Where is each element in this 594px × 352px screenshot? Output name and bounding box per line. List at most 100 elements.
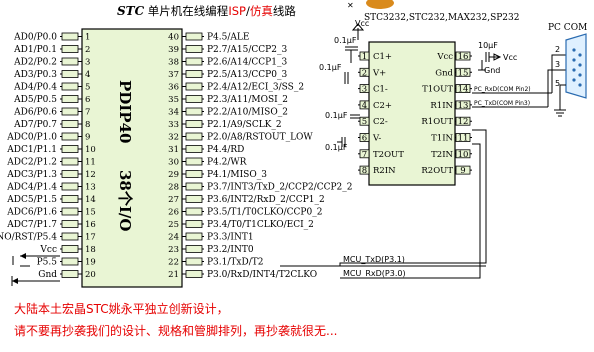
rs232-pin-label: C2- — [373, 117, 388, 127]
capacitor-c4: 0.1μF — [325, 137, 348, 152]
mcu-pin-pad — [185, 207, 203, 216]
rs232-pin-label: R2IN — [373, 166, 396, 176]
rs232-pin-number: 10 — [458, 150, 469, 160]
mcu-pin-label: ADC0/P1.0 — [6, 133, 57, 143]
mcu-pin-pad — [61, 107, 79, 116]
com-pin-5: 5 — [555, 79, 560, 88]
mcu-pin-number: 10 — [85, 145, 96, 155]
mcu-pin-pad — [61, 120, 79, 128]
rs232-pin-label: Vcc — [436, 52, 453, 62]
mcu-pin-label: P2.7/A15/CCP2_3 — [207, 45, 287, 55]
mcu-pin-label: P5.5 — [37, 258, 58, 268]
rs232-pin-label: C1- — [373, 85, 388, 95]
mcu-pin-label: P4.1/MISO_3 — [207, 170, 267, 180]
mcu-pin-pad — [185, 257, 203, 266]
rs232-vcc-label: Vcc — [355, 19, 369, 28]
rs232-pin-label: R2OUT — [421, 166, 453, 176]
mcu-pin-label: Gnd — [38, 270, 57, 280]
mcu-pin-pad — [185, 107, 203, 116]
diagram-title: STC 单片机在线编程ISP/仿真线路 — [117, 4, 296, 18]
mcu-pin-pad — [61, 245, 79, 253]
mcu-pin-number: 20 — [85, 270, 96, 280]
mascot-icon: ✕ — [347, 0, 394, 10]
mcu-pin-number: 16 — [85, 220, 96, 230]
svg-text:Gnd: Gnd — [484, 66, 500, 75]
rs232-pin-pad — [359, 67, 370, 77]
mcu-pin-pad — [185, 170, 203, 178]
mcu-pin-label: P2.0/A8/RSTOUT_LOW — [207, 133, 313, 143]
mcu-pin-label: NO/RST/P5.4 — [0, 233, 57, 243]
mcu-pin-label: P3.4/T0/T1CLKO/ECI_2 — [207, 220, 314, 230]
mcu-pin-pad — [61, 195, 79, 203]
mcu-pin-number: 39 — [168, 45, 179, 55]
mcu-pin-label: P3.2/INT0 — [207, 245, 254, 255]
svg-text:10μF: 10μF — [478, 41, 498, 50]
rs232-pin-label: T2IN — [431, 150, 453, 160]
mcu-pin-number: 40 — [168, 33, 179, 43]
mcu-pin-label: AD7/P0.7 — [13, 120, 57, 130]
mcu-pin-number: 21 — [168, 270, 179, 280]
mcu-pin-pad — [61, 82, 79, 91]
mcu-pin-label: ADC2/P1.2 — [6, 158, 57, 168]
rs232-pin-number: 2 — [362, 68, 367, 78]
mcu-pin-pad — [185, 195, 203, 203]
mcu-pin-number: 23 — [168, 245, 179, 255]
mcu-pin-label: P3.6/INT2/RxD_2/CCP1_2 — [207, 195, 325, 205]
rs232-pin-label: T2OUT — [373, 150, 404, 160]
rs232-pin-number: 15 — [458, 68, 469, 78]
mcu-pin-pad — [61, 70, 79, 78]
com-pin-2: 2 — [555, 45, 560, 54]
mcu-pin-pad — [61, 232, 79, 241]
mcu-pin-label: ADC5/P1.5 — [6, 195, 57, 205]
mcu-pin-number: 28 — [168, 183, 179, 193]
mcu-pin-label: P4.5/ALE — [207, 33, 249, 43]
mcu-pin-number: 38 — [168, 58, 179, 68]
mcu-pin-label: ADC3/P1.3 — [6, 170, 57, 180]
mcu-pin-pad — [61, 32, 79, 41]
mcu-pin-pad — [185, 32, 203, 41]
mcu-pin-number: 25 — [168, 220, 179, 230]
rs232-pin-number: 12 — [458, 117, 469, 127]
mcu-pin-number: 11 — [85, 158, 96, 168]
rs232-pin-pad — [359, 149, 370, 159]
rs232-pin-pad — [455, 149, 471, 159]
rs232-pin-pad — [455, 67, 471, 77]
mcu-pin-label: AD2/P0.2 — [13, 58, 57, 68]
mcu-pin-number: 33 — [168, 120, 179, 130]
mcu-pin-number: 26 — [168, 208, 179, 218]
rs232-pin-pad — [455, 116, 471, 126]
mcu-pin-label: P3.7/INT3/TxD_2/CCP2/CCP2_2 — [207, 183, 353, 193]
rs232-pin-pad — [359, 51, 370, 61]
mcu-pin-number: 8 — [85, 120, 90, 130]
mcu-pin-pad — [61, 170, 79, 178]
warning-line-2: 请不要再抄袭我们的设计、规格和管脚排列，再抄袭就很无... — [14, 323, 337, 338]
mcu-pin-number: 31 — [168, 145, 179, 155]
mcu-pin-label: P3.5/T1/T0CLKO/CCP0_2 — [207, 208, 322, 218]
mcu-pin-label: P3.0/RxD/INT4/T2CLKO — [207, 270, 317, 280]
net-mcu-txd-label: MCU_TxD(P3.1) — [343, 255, 405, 264]
mcu-pin-pad — [61, 220, 79, 228]
mcu-pin-pad — [61, 145, 79, 153]
mcu-pin-number: 18 — [85, 245, 96, 255]
mcu-pin-pad — [61, 182, 79, 191]
rs232-pin-pad — [455, 165, 471, 175]
mcu-pin-number: 3 — [85, 58, 90, 68]
rs232-pin-label: V- — [372, 134, 381, 144]
rs232-pin-number: 1 — [362, 52, 367, 62]
wire-com-pin3 — [547, 69, 566, 107]
net-pc-rxd-label: PC_RxD(COM Pin2) — [474, 86, 531, 93]
mcu-pin-number: 1 — [85, 33, 90, 43]
rs232-pin-pad — [455, 100, 471, 110]
wire-mcu-txd — [339, 129, 487, 266]
mcu-pin-label: AD3/P0.3 — [13, 70, 57, 80]
mcu-pin-label: AD5/P0.5 — [13, 95, 57, 105]
mcu-pin-number: 29 — [168, 170, 179, 180]
mcu-pin-label: AD6/P0.6 — [13, 108, 57, 118]
rs232-pin-label: V+ — [372, 68, 386, 78]
mcu-pin-pad — [185, 95, 203, 103]
capacitor-c2: 0.1μF — [319, 63, 349, 84]
mcu-pin-number: 7 — [85, 108, 90, 118]
rs232-pin-number: 8 — [362, 166, 367, 176]
rs232-pin-pad — [359, 84, 370, 93]
mcu-pin-pad — [61, 45, 79, 53]
